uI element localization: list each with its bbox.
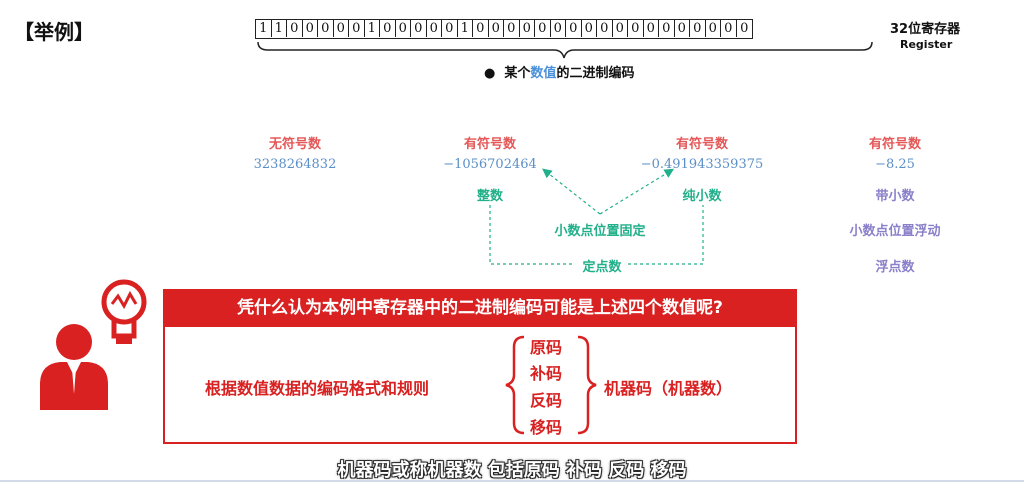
floating-point-label: 浮点数 — [875, 260, 915, 275]
register-bit: 0 — [334, 20, 349, 37]
register-bit: 0 — [504, 20, 520, 37]
signed-mixed-value: −8.25 — [875, 157, 915, 172]
bottom-bar — [0, 480, 1024, 482]
machine-code-label: 机器码（机器数） — [604, 379, 733, 398]
fixed-point-connectors — [489, 168, 704, 265]
register-bit: 0 — [644, 20, 659, 37]
signed-frac-value: −0.491943359375 — [640, 157, 764, 172]
bullet-dot-icon: ● — [484, 66, 505, 81]
register-bit: 0 — [396, 20, 411, 37]
register-bit: 0 — [303, 20, 318, 37]
register-bit: 0 — [613, 20, 628, 37]
register-bit: 0 — [582, 20, 597, 37]
register-label: 32位寄存器 — [890, 22, 961, 37]
register-bit: 0 — [597, 20, 613, 37]
register-bit: 0 — [566, 20, 582, 37]
page-title: 【举例】 — [14, 20, 94, 44]
floating-note: 小数点位置浮动 — [849, 224, 941, 239]
brace-icon — [257, 41, 873, 59]
register-bit: 0 — [380, 20, 396, 37]
register-bit: 0 — [535, 20, 551, 37]
bullet-caption: ● 某个数值的二进制编码 — [484, 62, 634, 81]
code-ones-complement: 反码 — [530, 391, 563, 410]
register-bit: 0 — [659, 20, 675, 37]
code-excess: 移码 — [530, 418, 563, 437]
mixed-fraction-kind: 带小数 — [875, 189, 915, 204]
question-header: 凭什么认为本例中寄存器中的二进制编码可能是上述四个数值呢? — [163, 289, 797, 327]
register-bit: 0 — [427, 20, 442, 37]
signed-frac-label: 有符号数 — [675, 137, 728, 152]
integer-kind: 整数 — [476, 189, 503, 204]
register-bit: 0 — [442, 20, 458, 37]
register-bit: 1 — [458, 20, 473, 37]
bullet-suffix: 的二进制编码 — [556, 66, 635, 81]
pure-fraction-kind: 纯小数 — [682, 189, 722, 204]
signed-mixed-label: 有符号数 — [868, 137, 921, 152]
bullet-highlight: 数值 — [530, 66, 557, 81]
register-bit: 0 — [675, 20, 690, 37]
person-idea-icon — [40, 279, 147, 410]
register-bit: 0 — [551, 20, 566, 37]
register-bit: 0 — [489, 20, 504, 37]
register-bit: 0 — [690, 20, 706, 37]
signed-int-label: 有符号数 — [463, 137, 516, 152]
register-bit: 0 — [349, 20, 365, 37]
code-sign-magnitude: 原码 — [530, 338, 563, 357]
unsigned-label: 无符号数 — [268, 137, 321, 152]
register-bit: 0 — [628, 20, 644, 37]
register-bit: 1 — [365, 20, 380, 37]
left-brace-icon — [505, 335, 525, 435]
register-bit: 1 — [256, 20, 272, 37]
bullet-prefix: 某个 — [504, 66, 531, 81]
register-bit: 0 — [721, 20, 737, 37]
register-bit: 0 — [740, 21, 749, 36]
register-bit: 0 — [318, 20, 334, 37]
fixed-point-label: 定点数 — [582, 260, 622, 275]
right-brace-icon — [577, 335, 597, 435]
register-bit: 0 — [411, 20, 427, 37]
register-bit: 0 — [473, 20, 489, 37]
subtitle-caption: 机器码或称机器数 包括原码 补码 反码 移码 — [337, 460, 687, 481]
register-bit: 0 — [520, 20, 535, 37]
code-twos-complement: 补码 — [530, 364, 563, 383]
register-bit: 0 — [706, 20, 721, 37]
register-sublabel: Register — [900, 38, 953, 51]
register-bit: 1 — [272, 20, 287, 37]
fixed-note: 小数点位置固定 — [554, 224, 646, 239]
signed-int-value: −1056702464 — [443, 157, 537, 172]
register-bit: 0 — [287, 20, 303, 37]
unsigned-value: 3238264832 — [253, 157, 337, 172]
rule-text: 根据数值数据的编码格式和规则 — [205, 379, 430, 398]
